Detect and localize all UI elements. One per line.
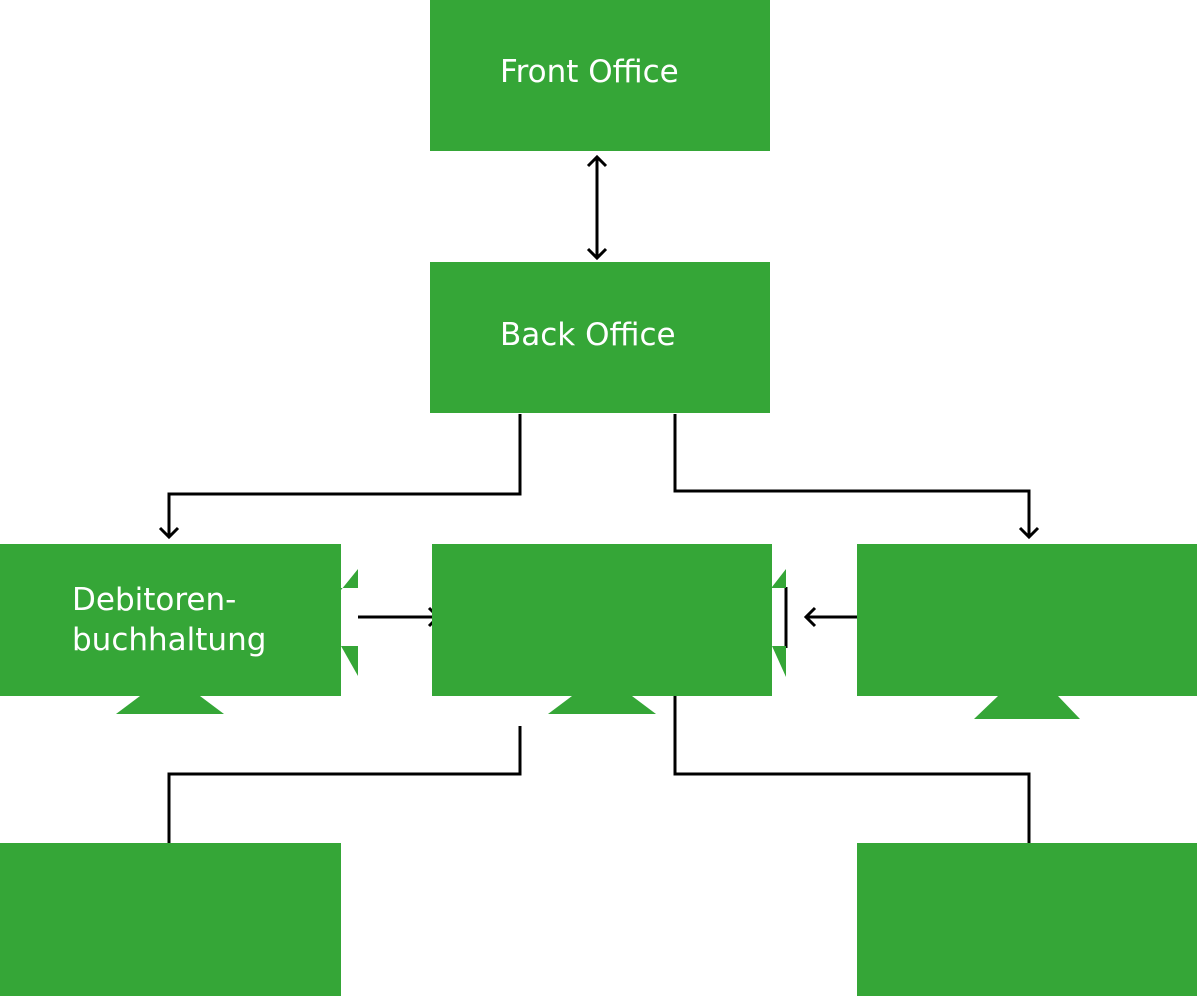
center-module-box — [432, 544, 772, 696]
bottom-right-module-box — [857, 843, 1197, 996]
front-office-box: Front Office — [430, 0, 770, 151]
debitorenbuchhaltung-box: Debitoren- buchhaltung — [0, 544, 341, 696]
front-office-label: Front Office — [500, 54, 679, 90]
arrowhead-down-back-office — [586, 247, 608, 261]
connector-center-to-bottom-right — [673, 696, 1031, 843]
notch-debitoren-right — [341, 569, 358, 590]
tab-bottom-right — [974, 696, 1080, 719]
connector-back-to-right — [673, 414, 1031, 537]
connector-back-to-debitoren — [167, 414, 522, 537]
notch-center-right-lower — [772, 646, 786, 677]
notch-debitoren-right-lower — [341, 646, 358, 676]
arrowhead-down-debitoren — [158, 526, 180, 540]
arrowhead-left-center — [803, 606, 817, 628]
bottom-left-module-box — [0, 843, 341, 996]
connector-center-to-bottom-left — [167, 726, 522, 843]
debitorenbuchhaltung-label: Debitoren- buchhaltung — [72, 582, 267, 658]
back-office-box: Back Office — [430, 262, 770, 413]
back-office-label: Back Office — [500, 317, 676, 353]
tab-bottom-debitoren — [116, 696, 224, 714]
right-module-box — [857, 544, 1197, 696]
tab-bottom-center — [548, 696, 656, 714]
arrowhead-down-right-module — [1018, 526, 1040, 540]
notch-center-right — [772, 569, 786, 588]
arrowhead-up-front-office — [586, 154, 608, 168]
